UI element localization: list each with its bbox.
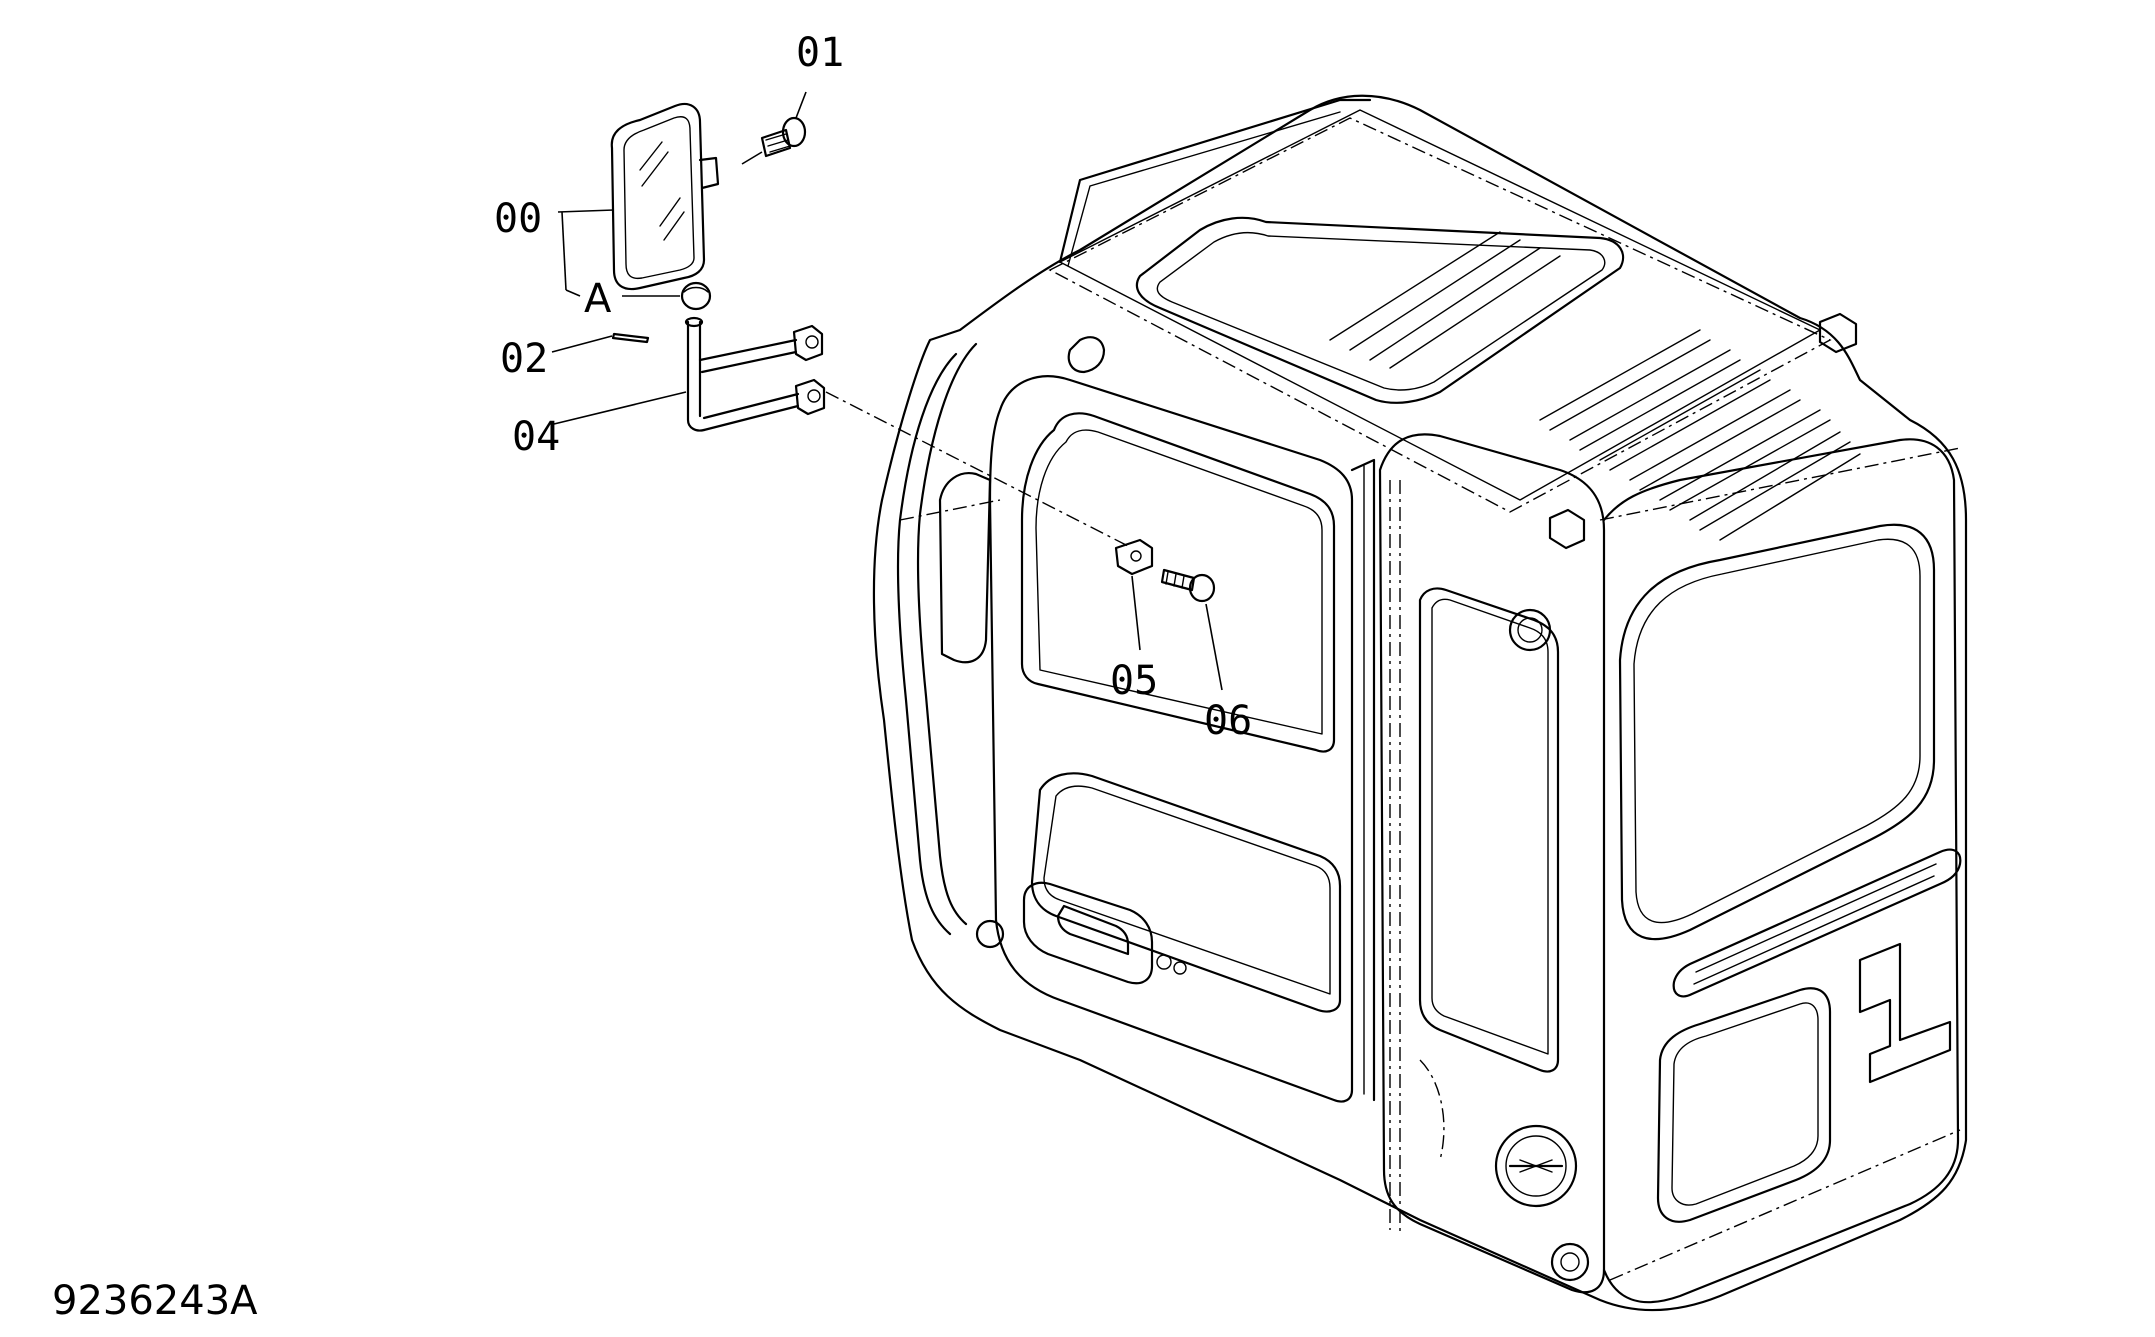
bolt-06-icon: [1160, 568, 1216, 603]
label-part-06: 06: [1204, 698, 1252, 744]
label-part-05: 05: [1110, 658, 1158, 704]
stay-04-icon: [684, 316, 826, 432]
mirror-icon: [610, 102, 720, 311]
label-detail-a: A: [584, 276, 612, 322]
label-part-02: 02: [500, 336, 548, 382]
excavator-cab-icon: [872, 94, 1968, 1312]
label-part-00: 00: [494, 196, 542, 242]
label-part-04: 04: [512, 414, 560, 460]
leader-lines: [551, 91, 1223, 691]
plate-05-icon: [1114, 538, 1154, 576]
bolt-01-icon: [741, 116, 807, 165]
label-part-01: 01: [796, 30, 844, 76]
pin-02-icon: [611, 332, 650, 344]
drawing-number: 9236243A: [52, 1278, 258, 1324]
